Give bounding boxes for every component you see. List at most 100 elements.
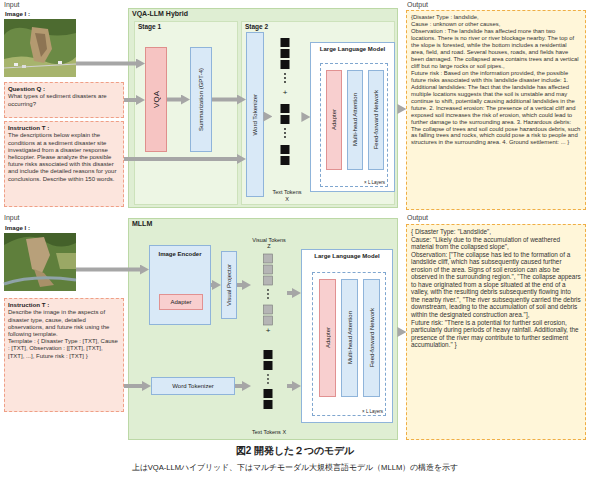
node-text: Multi-head Attention [347,311,353,364]
photo-ground [4,233,76,291]
node-heading: Large Language Model [302,250,392,259]
word-tokenizer: Word Tokenizer [151,377,235,395]
node-text: Word Tokenizer [172,383,213,389]
photo-house [14,63,18,66]
aerial-photo [4,233,76,291]
node-text: × L Layers [364,180,385,185]
flow-arrow [264,115,266,119]
node-text: Text Tokens X [252,429,286,435]
node-heading: Question Q : [8,85,120,92]
flow-arrow [167,98,184,102]
ellipsis-dot [284,77,286,79]
adapter-box: Adapter [326,70,342,170]
photo-river [4,278,76,284]
instruction-box: Instruction T :Describe the image in the… [4,298,124,412]
flow-arrow [287,291,295,295]
flow-arrow [124,157,240,161]
llm-box: Large Language Model× L LayersAdapterMul… [310,42,395,192]
token-square [264,350,273,359]
ellipsis-dot [267,289,269,291]
token-square [264,316,273,325]
node-text: Summarization (GPT-4) [198,68,204,131]
node-text: { Disaster Type: "Landslide", [411,228,581,236]
photo-house [22,65,26,68]
token-square [281,115,290,124]
node-text: Feed-forward Network [369,308,375,367]
caption-note: 上はVQA-LLMハイブリッド、下はマルチモーダル大規模言語モデル（MLLM）の… [0,463,590,473]
node-heading: Instruction T : [8,124,120,131]
flow-arrow [235,384,245,388]
section-label: Output [407,214,428,221]
visual-token-squares [264,254,273,325]
ellipsis-dot [284,132,286,134]
token-square [281,38,290,47]
layer-block: × L LayersAdapterMulti-head AttentionFee… [320,63,388,187]
photo-scar [35,33,47,57]
token-square [264,361,273,370]
node-heading: Stage 1 [135,22,237,31]
summarization-box: Summarization (GPT-4) [190,47,212,152]
flow-arrow [237,283,245,287]
instruction-box: Instruction T :The descriptions below ex… [4,121,124,207]
node-text: Visual Tokens Z [251,237,287,250]
ellipsis-dot [284,128,286,130]
ellipsis-dot [284,73,286,75]
flow-arrow [124,98,139,102]
photo-road [4,64,76,68]
stage-panel: Stage 1 VQA Summarization (GPT-4) [134,21,238,205]
ellipsis-dot [267,374,269,376]
mllm-panel: MLLMImage EncoderAdapterVisual Projector… [128,218,398,440]
stage-panel: Stage 2Word TokenizerText Tokens XLarge … [241,21,395,205]
hybrid-panel: VQA-LLM HybridStage 1VQASummarization (G… [128,8,398,208]
output-box: {Disaster Type : landslide,Cause : unkno… [406,10,586,210]
node-text: Observation: ["The collapse has led to t… [411,251,581,319]
vqa-box: VQA [145,47,167,152]
token-square [281,145,290,154]
photo-ground [4,19,76,77]
section-label: Input [4,1,20,8]
ellipsis-dot [267,297,269,299]
node-text: Cause: "Likely due to the accumulation o… [411,236,581,251]
ellipsis-dot [284,136,286,138]
token-square [281,60,290,69]
node-heading: Image I : [4,10,76,17]
flow-arrow [76,268,143,272]
token-square [281,104,290,113]
section-label: Output [407,1,428,8]
question-box: Question Q :What types of sediment disas… [4,82,124,118]
node-heading: Image I : [4,224,76,231]
flow-arrow [76,62,139,66]
token-square [264,254,273,263]
text-token-squares [264,350,273,409]
node-text: What types of sediment disasters are occ… [8,93,120,107]
image-encoder: Image EncoderAdapter [149,245,211,325]
node-text: Future risk : Based on the information p… [411,70,581,147]
photo-landslide [26,237,50,273]
token-square [264,265,273,274]
node-text: × L Layers [362,409,383,414]
visual-projector: Visual Projector [221,251,237,319]
aerial-photo [4,19,76,77]
photo-landslide [30,27,52,63]
flow-arrow [287,384,295,388]
node-text: Adapter [170,299,191,305]
node-text: VQA [152,91,161,108]
ellipsis-dot [267,382,269,384]
node-text: Text Tokens X [272,189,302,202]
node-text: Observation : The landslide has affected… [411,28,581,70]
node-heading: Image Encoder [150,246,210,257]
node-text: Describe the image in the aspects of dis… [8,309,120,338]
node-heading: Instruction T : [8,301,120,308]
llm-box: Large Language Model × L Layers Adapter Mul… [301,249,393,423]
ffn-box: Feed-forward Network [363,279,380,397]
ellipsis-dot [267,293,269,295]
node-text: Adapter [331,109,337,130]
flow-arrow [124,384,145,388]
text-token-squares [281,38,290,165]
adapter-box: Adapter [319,279,336,397]
flow-arrow [302,115,304,119]
flow-arrow [212,98,240,102]
ffn-box: Feed-forward Network [368,70,384,170]
